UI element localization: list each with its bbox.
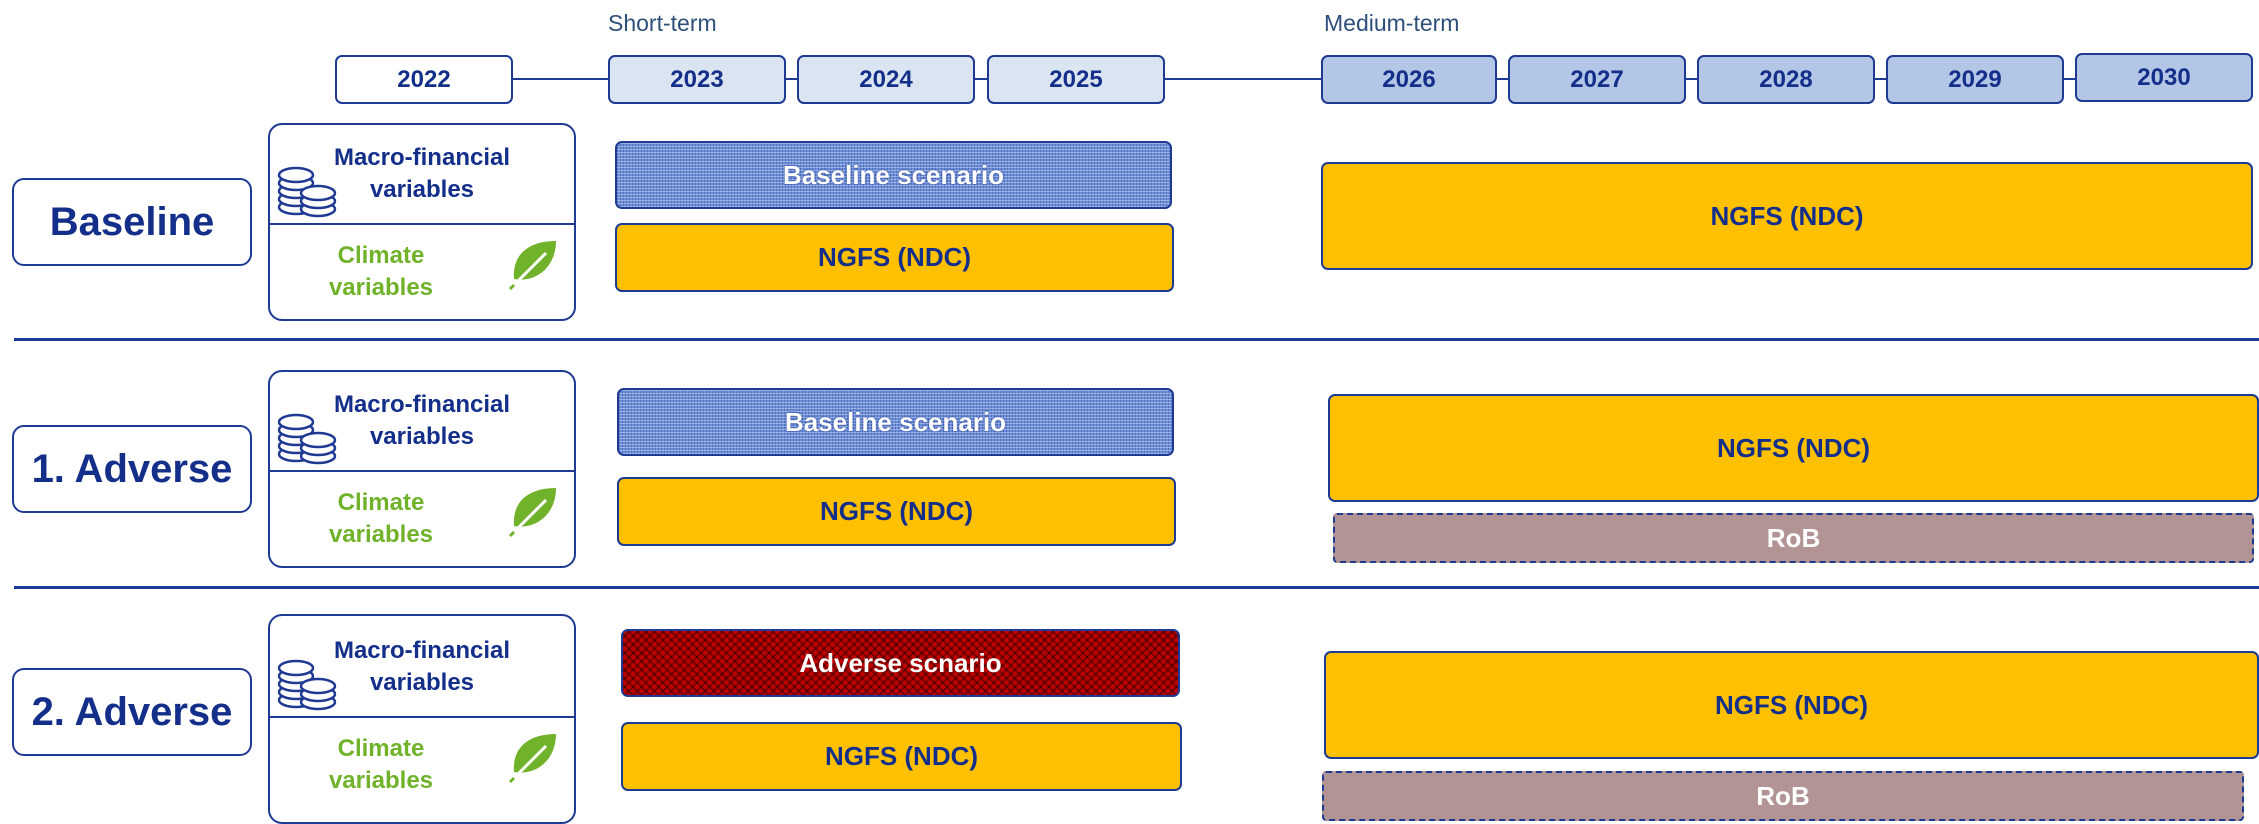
variables-box: Macro-financial variables Climate variab… bbox=[268, 614, 576, 824]
ngfs-ndc-bar: NGFS (NDC) bbox=[615, 223, 1174, 292]
timeline-tick bbox=[975, 78, 987, 80]
climate-label: Climate variables bbox=[328, 735, 434, 794]
row-separator bbox=[14, 586, 2259, 589]
scenario-label-adverse-2: 2. Adverse bbox=[12, 668, 252, 756]
variables-box: Macro-financial variables Climate variab… bbox=[268, 123, 576, 321]
adverse-scenario-bar: Adverse scnario bbox=[621, 629, 1180, 697]
leaf-icon bbox=[506, 235, 564, 298]
variables-box: Macro-financial variables Climate variab… bbox=[268, 370, 576, 568]
macro-label: Macro-financial variables bbox=[333, 637, 511, 696]
year-2025: 2025 bbox=[987, 55, 1165, 104]
rob-bar: RoB bbox=[1333, 513, 2254, 563]
timeline-tick bbox=[1874, 78, 1886, 80]
year-2022: 2022 bbox=[335, 55, 513, 104]
macro-label: Macro-financial variables bbox=[333, 144, 511, 203]
ngfs-ndc-medium-bar: NGFS (NDC) bbox=[1321, 162, 2253, 270]
baseline-scenario-bar: Baseline scenario bbox=[615, 141, 1172, 209]
row-separator bbox=[14, 338, 2259, 341]
year-2027: 2027 bbox=[1508, 55, 1686, 104]
climate-label: Climate variables bbox=[328, 489, 434, 548]
leaf-icon bbox=[506, 482, 564, 545]
baseline-scenario-bar: Baseline scenario bbox=[617, 388, 1174, 456]
scenario-label-baseline: Baseline bbox=[12, 178, 252, 266]
divider bbox=[270, 223, 574, 225]
climate-label: Climate variables bbox=[328, 242, 434, 301]
timeline-line bbox=[1165, 78, 1323, 80]
divider bbox=[270, 470, 574, 472]
scenario-label-adverse-1: 1. Adverse bbox=[12, 425, 252, 513]
timeline-tick bbox=[2063, 78, 2075, 80]
year-2023: 2023 bbox=[608, 55, 786, 104]
coins-icon bbox=[276, 163, 338, 224]
rob-bar: RoB bbox=[1322, 771, 2244, 821]
year-2028: 2028 bbox=[1697, 55, 1875, 104]
timeline-tick bbox=[1685, 78, 1697, 80]
year-2030: 2030 bbox=[2075, 53, 2253, 102]
timeline-tick bbox=[785, 78, 797, 80]
timeline-tick bbox=[1496, 78, 1508, 80]
medium-term-label: Medium-term bbox=[1324, 10, 1460, 36]
leaf-icon bbox=[506, 728, 564, 791]
macro-label: Macro-financial variables bbox=[333, 391, 511, 450]
year-2024: 2024 bbox=[797, 55, 975, 104]
divider bbox=[270, 716, 574, 718]
ngfs-ndc-bar: NGFS (NDC) bbox=[617, 477, 1176, 546]
ngfs-ndc-bar: NGFS (NDC) bbox=[621, 722, 1182, 791]
coins-icon bbox=[276, 656, 338, 717]
year-2029: 2029 bbox=[1886, 55, 2064, 104]
coins-icon bbox=[276, 410, 338, 471]
short-term-label: Short-term bbox=[608, 10, 717, 36]
timeline-line bbox=[513, 78, 609, 80]
year-2026: 2026 bbox=[1321, 55, 1497, 104]
ngfs-ndc-medium-bar: NGFS (NDC) bbox=[1324, 651, 2259, 759]
ngfs-ndc-medium-bar: NGFS (NDC) bbox=[1328, 394, 2259, 502]
